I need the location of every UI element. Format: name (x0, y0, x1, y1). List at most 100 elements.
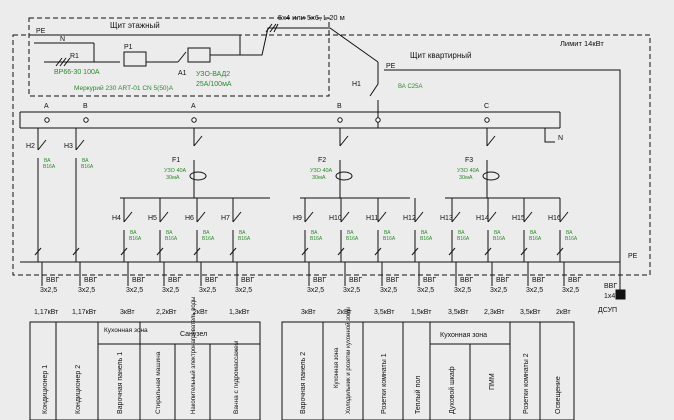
phase-tap-2 (191, 117, 197, 123)
power-limit: Лимит 14кВт (560, 39, 604, 48)
breaker-tick-4 (193, 247, 201, 256)
breaker-tick-12 (520, 247, 528, 256)
breaker-name-5: H7 (221, 215, 230, 222)
consumer-heater: Накопительный электронагреватель воды (190, 297, 197, 414)
rcd-coil-1 (335, 171, 353, 181)
phase-tap-1 (83, 117, 89, 123)
consumer-dishwasher: ПММ (489, 373, 496, 390)
breaker-tick-0 (34, 247, 42, 256)
pe-line-right (384, 69, 621, 262)
breaker-spec2-5: В16А (238, 236, 251, 242)
output-power-7: 2кВт (337, 309, 352, 316)
output-section-11: 3х2,5 (490, 287, 507, 294)
rcd-name-1: F2 (318, 157, 326, 164)
rcd-box (187, 47, 211, 63)
meter-spec: Меркурий 230 АRТ-01 CN 5(50)А (74, 84, 174, 92)
floor-pe-label: PE (36, 28, 46, 35)
apartment-panel-frame (12, 34, 651, 276)
breaker-spec2-3: В16А (165, 236, 178, 242)
meter-p1-box (123, 51, 147, 67)
breaker-spec2-1: В16А (81, 164, 94, 170)
breaker-contact-12 (523, 211, 533, 223)
breaker-spec1-10: ВА (458, 230, 465, 236)
rcd-name-0: F1 (172, 157, 180, 164)
breaker-name-12: H15 (512, 215, 525, 222)
breaker-name-8: H11 (366, 215, 378, 222)
wire (59, 57, 67, 67)
breaker-contact-11 (487, 211, 497, 223)
breaker-name-9: H12 (403, 215, 416, 222)
rcd-spec2-1: 30мА (312, 175, 326, 181)
breaker-name-11: H14 (476, 215, 489, 222)
output-cable-9: ВВГ (423, 277, 436, 284)
breaker-tick-3 (156, 247, 164, 256)
breaker-name-0: H2 (26, 143, 35, 150)
output-cable-7: ВВГ (349, 277, 362, 284)
breaker-spec2-6: В16А (310, 236, 323, 242)
output-cable-10: ВВГ (460, 277, 473, 284)
output-section-5: 3х2,5 (235, 287, 252, 294)
breaker-tick-9 (411, 247, 419, 256)
breaker-contact-6 (304, 211, 314, 223)
breaker-name-3: H5 (148, 215, 157, 222)
breaker-spec1-2: ВА (130, 230, 137, 236)
breaker-contact-3 (159, 211, 169, 223)
floor-panel-title: Щит этажный (110, 21, 160, 30)
kitchen-zone-right: Кухонная зона (334, 347, 340, 388)
breaker-spec2-10: В16А (457, 236, 470, 242)
breaker-tick-10 (448, 247, 456, 256)
breaker-tick-5 (229, 247, 237, 256)
breaker-contact-2 (123, 211, 133, 223)
breaker-spec1-7: ВА (347, 230, 354, 236)
breaker-spec2-8: В16А (383, 236, 396, 242)
p1-label: P1 (124, 44, 133, 51)
wire (269, 23, 277, 33)
breaker-contact-10 (451, 211, 461, 223)
bathroom-header: Санузел (180, 331, 207, 338)
phase-label-b-3: B (337, 103, 342, 110)
dsup-cable: ВВГ (604, 283, 617, 290)
output-power-2: 3кВт (120, 309, 135, 316)
breaker-spec2-12: В16А (529, 236, 542, 242)
consumer-sockets1: Розетки комнаты 1 (381, 353, 388, 414)
breaker-name-4: H6 (185, 215, 194, 222)
output-section-1: 3х2,5 (78, 287, 95, 294)
breaker-spec2-4: В16А (202, 236, 215, 242)
rcd-spec: 25А/100мА (196, 81, 232, 88)
output-cable-1: ВВГ (84, 277, 97, 284)
rcd-spec1-2: УЗО 40А (457, 168, 480, 174)
phase-tap-4 (484, 117, 490, 123)
breaker-spec1-8: ВА (384, 230, 391, 236)
breaker-contact-0 (37, 139, 47, 151)
consumer-table-right (281, 321, 575, 420)
breaker-spec1-0: ВА (44, 158, 51, 164)
output-cable-6: ВВГ (313, 277, 326, 284)
n-label: N (558, 135, 563, 142)
breaker-spec1-9: ВА (421, 230, 428, 236)
output-cable-2: ВВГ (132, 277, 145, 284)
breaker-contact-4 (196, 211, 206, 223)
consumer-fridge: Холодильник и розетки кухонной зоны (345, 307, 352, 414)
output-cable-12: ВВГ (532, 277, 545, 284)
breaker-spec2-0: В16А (43, 164, 56, 170)
breaker-tick-7 (337, 247, 345, 256)
wire (63, 57, 71, 67)
rcd-contact-1 (339, 135, 349, 147)
breaker-tick-11 (484, 247, 492, 256)
output-section-2: 3х2,5 (126, 287, 143, 294)
consumer-ac2: Кондиционер 2 (75, 365, 82, 414)
output-section-3: 3х2,5 (162, 287, 179, 294)
breaker-spec1-6: ВА (311, 230, 318, 236)
rcd-contact-2 (486, 135, 496, 147)
output-power-4: 2кВт (193, 309, 208, 316)
breaker-tick-8 (374, 247, 382, 256)
kitchen-zone-left: Кухонная зона (104, 327, 148, 334)
output-power-1: 1,17кВт (72, 309, 97, 316)
breaker-contact-5 (232, 211, 242, 223)
output-cable-5: ВВГ (241, 277, 254, 284)
n-line-right (377, 112, 555, 143)
output-cable-8: ВВГ (386, 277, 399, 284)
consumer-cooktop2: Варочная панель 2 (300, 352, 307, 414)
phase-label-a-0: A (44, 103, 49, 110)
